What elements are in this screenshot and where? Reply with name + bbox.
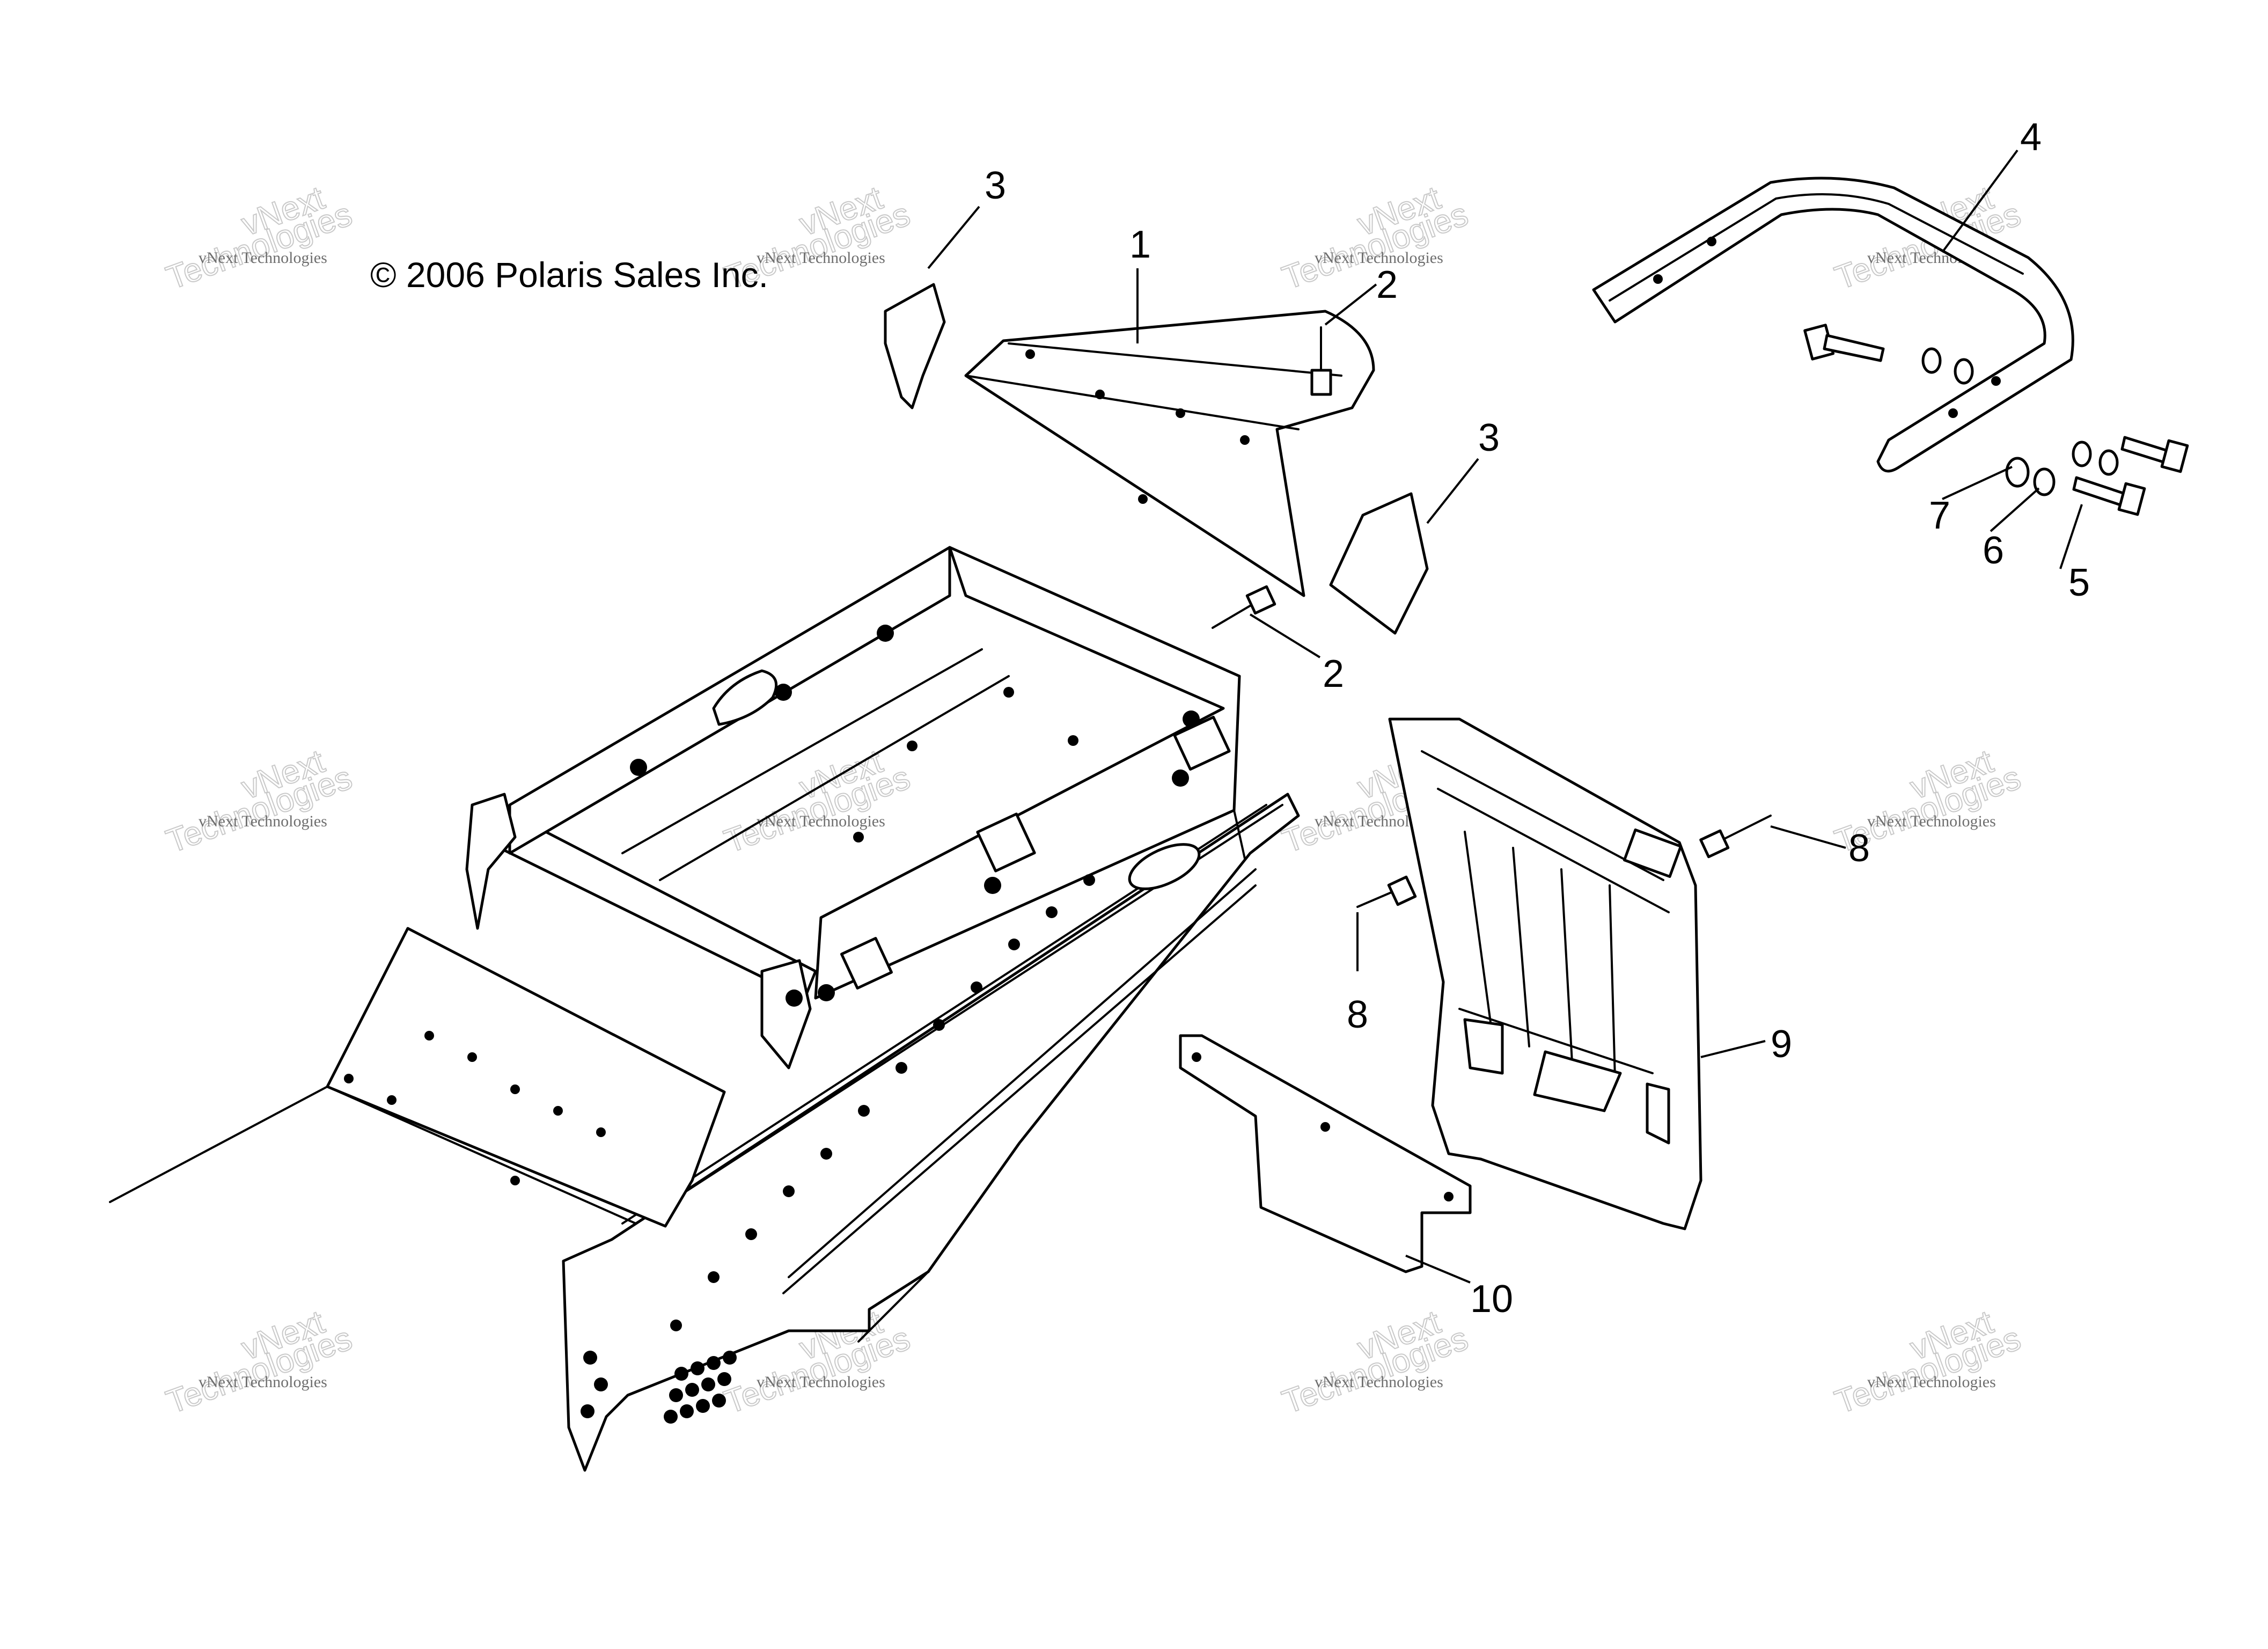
callout-2-top: 2	[1376, 263, 1398, 306]
svg-text:vNext Technologies: vNext Technologies	[199, 249, 327, 267]
leader-lines	[927, 149, 2083, 1284]
callout-8-right: 8	[1848, 827, 1870, 870]
rack-handle-slot	[712, 669, 778, 726]
callout-4: 4	[2020, 116, 2042, 159]
rack-latch-3	[840, 936, 893, 990]
svg-text:vNext Technologies: vNext Technologies	[199, 812, 327, 830]
part-7-washer	[2005, 457, 2030, 488]
part-4-rear-bumper	[1592, 177, 2074, 473]
callout-9: 9	[1771, 1023, 1792, 1066]
svg-text:vNext Technologies: vNext Technologies	[757, 249, 885, 267]
part-5-bolt	[2072, 476, 2146, 516]
callout-6: 6	[1983, 529, 2004, 572]
part-10-flap-plate	[1179, 1034, 1472, 1273]
callout-3-left: 3	[985, 164, 1006, 207]
watermark-r3c4: vNext Technologies vNext Technologies	[1830, 1303, 2026, 1421]
snow-flap-body	[1388, 717, 1702, 1230]
bolt-left	[1803, 324, 1885, 362]
left-hinge-bracket	[465, 793, 517, 930]
flap-plate-body	[1179, 1034, 1472, 1273]
snow-flap-window-left	[1463, 1018, 1504, 1075]
right-hinge-bracket	[760, 959, 812, 1069]
chassis-holes	[344, 625, 1200, 1424]
part-8-rivet-left	[1356, 875, 1417, 908]
bumper-inner-edge	[1609, 193, 2024, 302]
watermark-r3c3: vNext Technologies vNext Technologies	[1277, 1303, 1473, 1421]
part-1-rear-cover	[964, 310, 1375, 597]
snow-flap-window-right	[1646, 1082, 1670, 1145]
washer-right-2	[2098, 449, 2119, 476]
part-8-rivet-right	[1699, 815, 1772, 859]
callout-1: 1	[1129, 223, 1151, 266]
part-6-washer	[2033, 467, 2056, 496]
rear-cover-edge	[965, 342, 1342, 430]
callout-8-left: 8	[1347, 993, 1368, 1036]
snow-flap-tab	[1623, 828, 1683, 878]
tunnel-rear-edge	[857, 809, 1246, 1343]
rear-cover-body	[964, 310, 1375, 597]
part-2-rivet-lower	[1212, 585, 1276, 629]
watermark-r2c1: vNext Technologies vNext Technologies	[161, 742, 357, 861]
front-ramp-panel	[326, 927, 726, 1228]
washer-right-1	[2072, 441, 2092, 467]
callout-10: 10	[1470, 1278, 1513, 1321]
rack-floor	[621, 648, 1010, 881]
svg-text:vNext Technologies: vNext Technologies	[757, 812, 885, 830]
svg-text:vNext Technologies: vNext Technologies	[1315, 249, 1443, 267]
callout-2-lower: 2	[1323, 653, 1344, 695]
rack-side-wall	[814, 546, 1241, 1000]
tunnel-chassis	[109, 546, 1300, 1472]
watermark-r1c1: vNext Technologies vNext Technologies	[161, 179, 357, 297]
svg-text:vNext Technologies: vNext Technologies	[199, 1373, 327, 1391]
svg-text:vNext Technologies: vNext Technologies	[1867, 812, 1996, 830]
svg-text:vNext Technologies: vNext Technologies	[1867, 1373, 1996, 1391]
bumper-tube	[1592, 177, 2074, 473]
callout-7: 7	[1929, 494, 1950, 537]
watermark-r1c3: vNext Technologies vNext Technologies	[1277, 179, 1473, 297]
part-3-bracket-left	[884, 283, 946, 409]
watermark-r2c2: vNext Technologies vNext Technologies	[719, 742, 915, 861]
copyright-text: © 2006 Polaris Sales Inc.	[370, 255, 768, 295]
washer-left-2	[1954, 358, 1974, 385]
snow-flap-window-center	[1533, 1050, 1622, 1112]
snow-flap-ribs	[1421, 750, 1670, 1080]
part-2-rivet-top	[1310, 326, 1332, 396]
svg-text:vNext Technologies: vNext Technologies	[757, 1373, 885, 1391]
part-3-bracket-right	[1329, 492, 1429, 635]
bolt-upper-right	[2120, 436, 2189, 473]
callout-3-right: 3	[1478, 416, 1500, 459]
watermark-r3c1: vNext Technologies vNext Technologies	[161, 1303, 357, 1421]
tunnel-lower-rail	[782, 868, 1257, 1294]
part-9-snow-flap	[1388, 717, 1702, 1230]
washer-left-1	[1921, 347, 1942, 374]
svg-text:vNext Technologies: vNext Technologies	[1315, 1373, 1443, 1391]
callout-5: 5	[2068, 561, 2090, 604]
rack-latch-1	[976, 812, 1036, 873]
tunnel-oval-cutout	[1128, 843, 1201, 890]
